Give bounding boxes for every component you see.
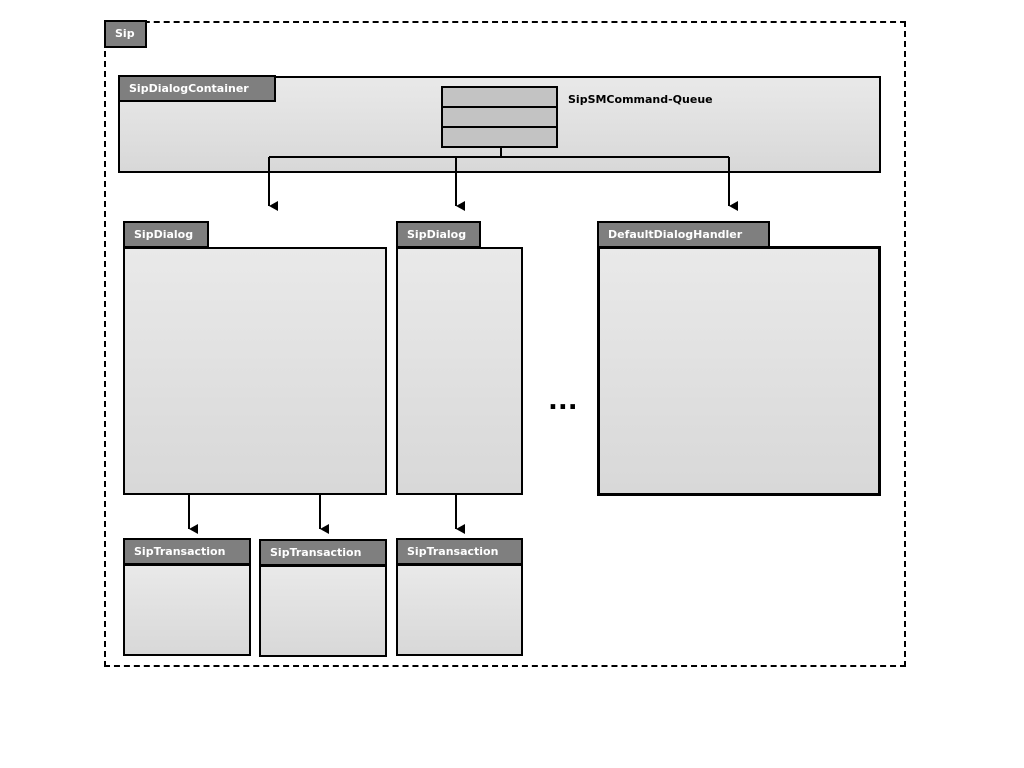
queue-slot bbox=[443, 108, 556, 128]
sip-transaction-box bbox=[123, 564, 251, 656]
command-queue-label: SipSMCommand-Queue bbox=[568, 93, 713, 106]
sip-transaction-tab: SipTransaction bbox=[123, 538, 251, 565]
more-dialogs-ellipsis: ... bbox=[548, 386, 578, 416]
sip-dialog-tab: SipDialog bbox=[123, 221, 209, 248]
default-dialog-handler-box bbox=[597, 246, 881, 496]
sip-dialog-box bbox=[396, 247, 523, 495]
sip-package-frame bbox=[104, 21, 906, 667]
sip-dialog-tab: SipDialog bbox=[396, 221, 481, 248]
default-dialog-handler-tab: DefaultDialogHandler bbox=[597, 221, 770, 248]
queue-slot bbox=[443, 88, 556, 108]
sip-transaction-tab: SipTransaction bbox=[396, 538, 523, 565]
command-queue bbox=[441, 86, 558, 148]
sip-transaction-box bbox=[259, 565, 387, 657]
sip-transaction-tab: SipTransaction bbox=[259, 539, 387, 566]
sip-package-tab: Sip bbox=[104, 20, 147, 48]
sip-dialog-box bbox=[123, 247, 387, 495]
sip-dialog-container-tab: SipDialogContainer bbox=[118, 75, 276, 102]
sip-transaction-box bbox=[396, 564, 523, 656]
